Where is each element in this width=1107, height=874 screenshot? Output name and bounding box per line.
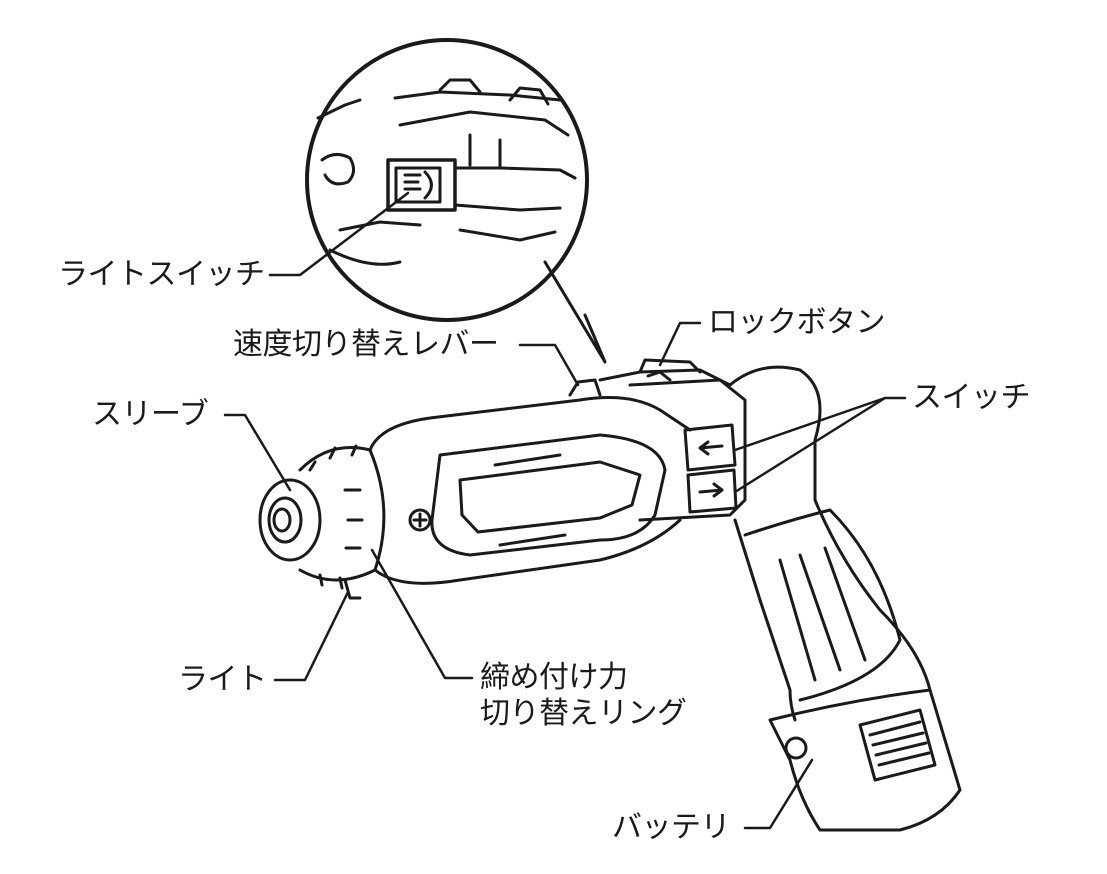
label-light: ライト — [178, 662, 267, 697]
label-battery: バッテリ — [612, 810, 731, 845]
leader-lines — [223, 191, 907, 830]
label-lock-button: ロックボタン — [708, 305, 886, 340]
leader-speed-lever — [518, 343, 580, 387]
leader-clutch-ring — [370, 548, 474, 680]
label-switch: スイッチ — [912, 380, 1031, 415]
label-sleeve: スリーブ — [92, 397, 209, 432]
leader-sleeve — [223, 413, 292, 492]
leader-battery — [743, 758, 814, 830]
label-clutch-ring-line2: 切り替えリング — [480, 696, 687, 731]
label-light-switch: ライトスイッチ — [58, 257, 265, 292]
label-speed-lever: 速度切り替えレバー — [233, 327, 499, 362]
leader-switch-bottom — [733, 396, 887, 494]
detail-inset — [305, 38, 607, 364]
leader-light-switch — [268, 191, 410, 277]
leader-light — [273, 590, 350, 682]
leader-lock-button — [658, 321, 702, 367]
label-clutch-ring-line1: 締め付け力 — [480, 660, 628, 695]
tool-body — [258, 358, 962, 832]
